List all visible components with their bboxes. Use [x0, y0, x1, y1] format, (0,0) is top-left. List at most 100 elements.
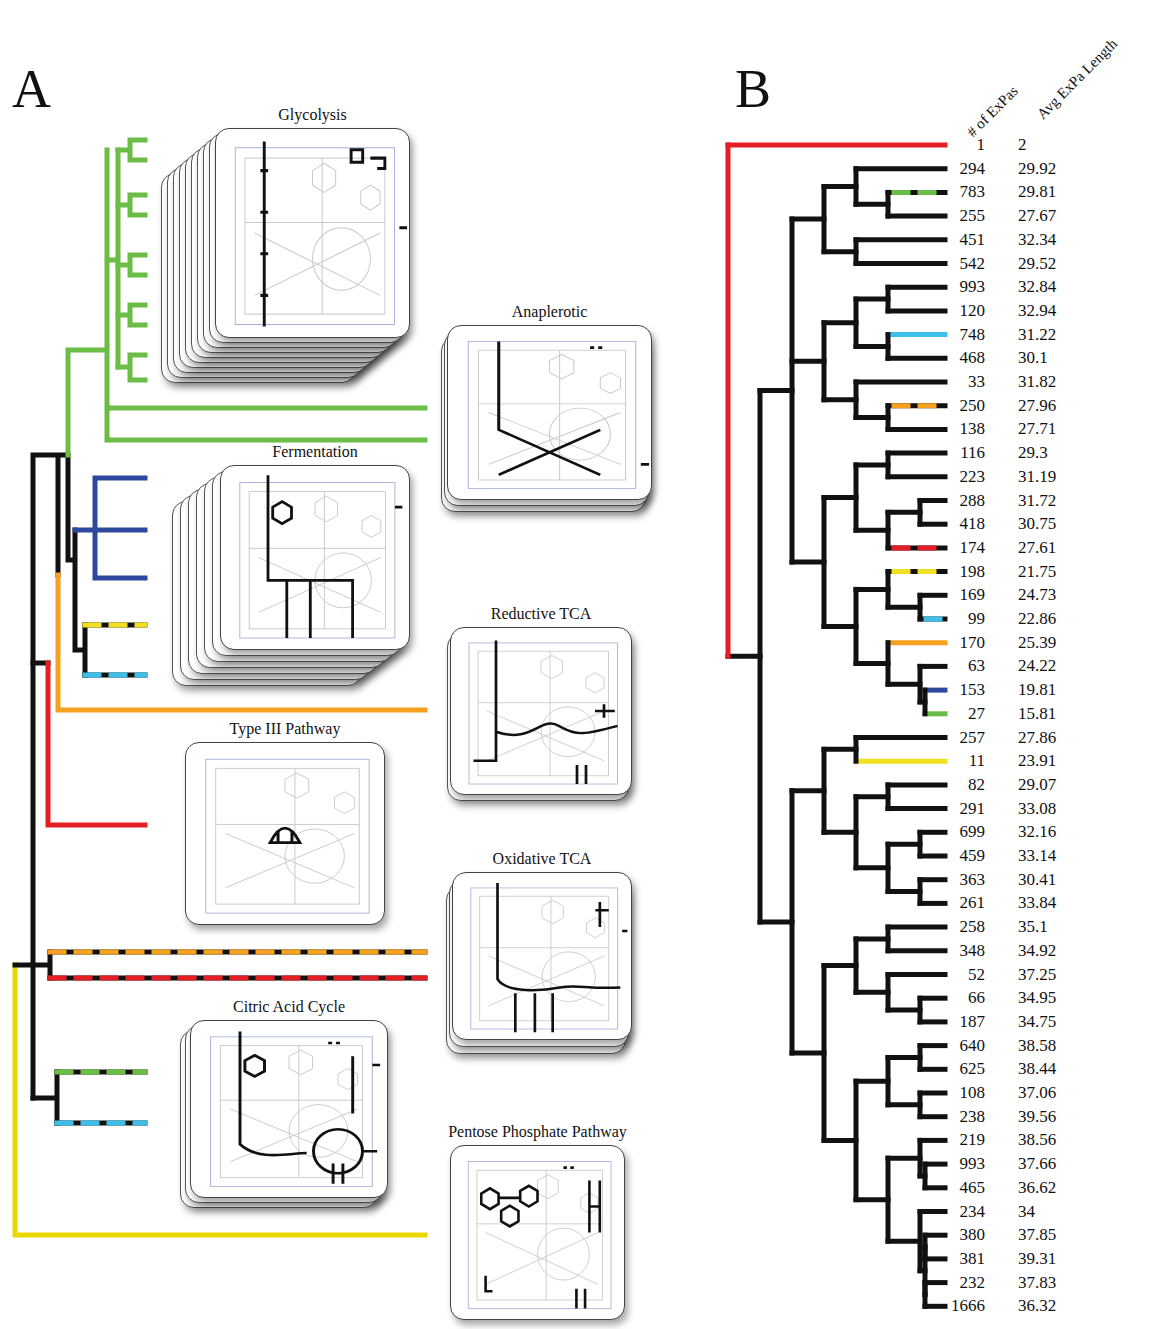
pathway-card: Oxidative TCA — [452, 872, 632, 1040]
tree-branch — [894, 403, 945, 408]
table-cell: 258 — [960, 917, 986, 937]
pathway-card: Citric Acid Cycle — [190, 1020, 388, 1198]
tree-branch — [856, 587, 888, 592]
table-cell: 25.39 — [1018, 633, 1056, 653]
table-cell: 1666 — [951, 1296, 985, 1316]
tree-branch — [856, 735, 945, 740]
tree-branch — [888, 569, 945, 574]
panel-letter: A — [12, 62, 51, 116]
tree-branch — [888, 545, 945, 550]
tree-branch — [888, 308, 945, 313]
table-cell: 174 — [960, 538, 986, 558]
tree-branch — [888, 356, 945, 361]
table-cell: 2 — [1018, 135, 1027, 155]
tree-branch — [856, 865, 888, 870]
tree-branch — [856, 759, 945, 764]
table-cell: 34.95 — [1018, 988, 1056, 1008]
tree-branch — [888, 332, 945, 337]
pathway-title: Type III Pathway — [230, 720, 341, 738]
table-cell: 27.67 — [1018, 206, 1056, 226]
table-cell: 120 — [960, 301, 986, 321]
tree-branch — [888, 1055, 920, 1060]
pathway-title: Pentose Phosphate Pathway — [448, 1123, 627, 1141]
tree-branch — [824, 963, 856, 968]
tree-branch — [888, 285, 945, 290]
table-cell: 468 — [960, 348, 986, 368]
tree-branch — [925, 711, 945, 716]
table-cell: 381 — [960, 1249, 986, 1269]
tree-branch — [856, 990, 888, 995]
table-cell: 39.31 — [1018, 1249, 1056, 1269]
tree-branch — [888, 510, 920, 515]
table-cell: 32.16 — [1018, 822, 1056, 842]
table-cell: 36.32 — [1018, 1296, 1056, 1316]
table-cell: 27.61 — [1018, 538, 1056, 558]
table-cell: 27.96 — [1018, 396, 1056, 416]
table-cell: 11 — [969, 751, 985, 771]
tree-branch — [888, 682, 920, 687]
table-cell: 32.84 — [1018, 277, 1056, 297]
tree-branch — [920, 1138, 945, 1143]
table-cell: 261 — [960, 893, 986, 913]
table-cell: 33.08 — [1018, 799, 1056, 819]
tree-branch — [824, 830, 856, 835]
tree-branch — [888, 1239, 920, 1244]
column-header: Avg ExPa Length — [1034, 35, 1121, 122]
tree-branch — [920, 664, 945, 669]
table-cell: 33 — [968, 372, 985, 392]
tree-branch — [894, 569, 945, 574]
tree-branch — [920, 854, 945, 859]
table-cell: 33.14 — [1018, 846, 1056, 866]
table-cell: 219 — [960, 1130, 986, 1150]
table-cell: 32.34 — [1018, 230, 1056, 250]
tree-branch — [728, 143, 945, 148]
tree-branch — [888, 403, 945, 408]
tree-branch — [888, 190, 945, 195]
pathway-card: Glycolysis — [215, 128, 410, 338]
pathway-title: Reductive TCA — [491, 605, 592, 623]
table-cell: 257 — [960, 728, 986, 748]
tree-branch — [920, 877, 945, 882]
table-cell: 24.22 — [1018, 656, 1056, 676]
tree-branch — [792, 1051, 824, 1056]
table-cell: 29.3 — [1018, 443, 1048, 463]
tree-branch — [925, 1162, 945, 1167]
pathway-map — [451, 628, 631, 794]
tree-branch — [920, 617, 945, 622]
table-cell: 363 — [960, 870, 986, 890]
tree-branch — [856, 1197, 888, 1202]
tree-branch — [824, 495, 856, 500]
column-header: # of ExPas — [964, 83, 1021, 140]
pathway-title: Anaplerotic — [512, 303, 588, 321]
pathway-card: Reductive TCA — [450, 627, 632, 795]
table-cell: 108 — [960, 1083, 986, 1103]
pathway-map — [191, 1021, 387, 1197]
tree-branch — [920, 1043, 945, 1048]
table-cell: 699 — [960, 822, 986, 842]
tree-branch — [888, 640, 945, 645]
table-cell: 30.1 — [1018, 348, 1048, 368]
tree-branch — [888, 1102, 920, 1107]
table-cell: 30.41 — [1018, 870, 1056, 890]
table-cell: 33.84 — [1018, 893, 1056, 913]
table-cell: 32.94 — [1018, 301, 1056, 321]
table-cell: 38.58 — [1018, 1036, 1056, 1056]
table-cell: 380 — [960, 1225, 986, 1245]
tree-branch — [792, 217, 824, 222]
tree-branch — [888, 782, 945, 787]
table-cell: 27 — [968, 704, 985, 724]
tree-branch — [888, 214, 945, 219]
tree-branch — [856, 297, 888, 302]
tree-branch — [824, 624, 856, 629]
pathway-card: Pentose Phosphate Pathway — [450, 1145, 625, 1320]
tree-branch — [925, 1304, 945, 1309]
table-cell: 418 — [960, 514, 986, 534]
tree-branch — [920, 996, 945, 1001]
table-cell: 36.62 — [1018, 1178, 1056, 1198]
tree-branch — [920, 593, 945, 598]
tree-branch — [856, 936, 888, 941]
pathway-title: Citric Acid Cycle — [233, 998, 345, 1016]
tree-branch — [728, 654, 760, 659]
table-cell: 294 — [960, 159, 986, 179]
